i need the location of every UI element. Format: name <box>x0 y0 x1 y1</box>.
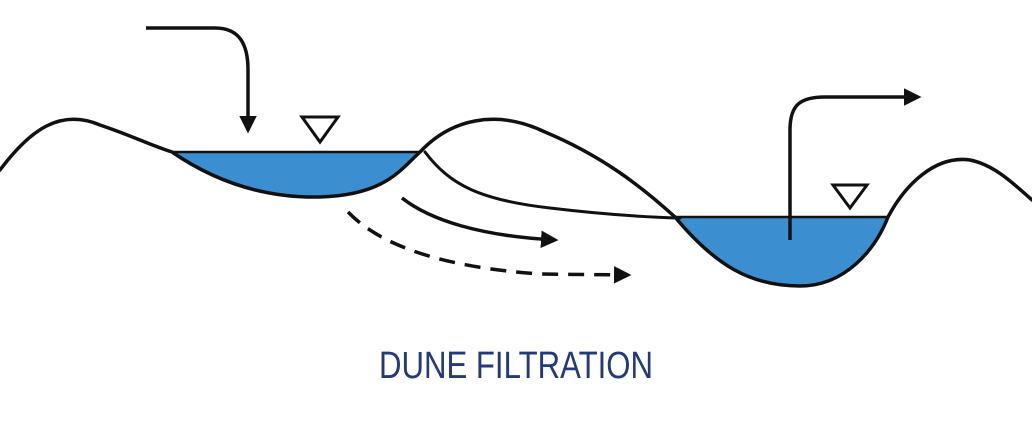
dune-filtration-diagram <box>0 26 1032 288</box>
curved-arrow-right-icon <box>788 88 922 240</box>
diagram-caption: DUNE FILTRATION <box>378 345 654 387</box>
inverted-triangle-icon <box>830 183 870 211</box>
dashed-arrow-right-icon <box>346 210 632 284</box>
dune-surface-line <box>0 117 1032 288</box>
inverted-triangle-icon <box>299 115 341 145</box>
left-pond-water <box>172 152 420 198</box>
curved-arrow-down-icon <box>146 26 257 134</box>
infiltration-line <box>423 150 682 220</box>
right-pond-water <box>675 217 888 286</box>
arrow-right-icon <box>400 196 559 248</box>
